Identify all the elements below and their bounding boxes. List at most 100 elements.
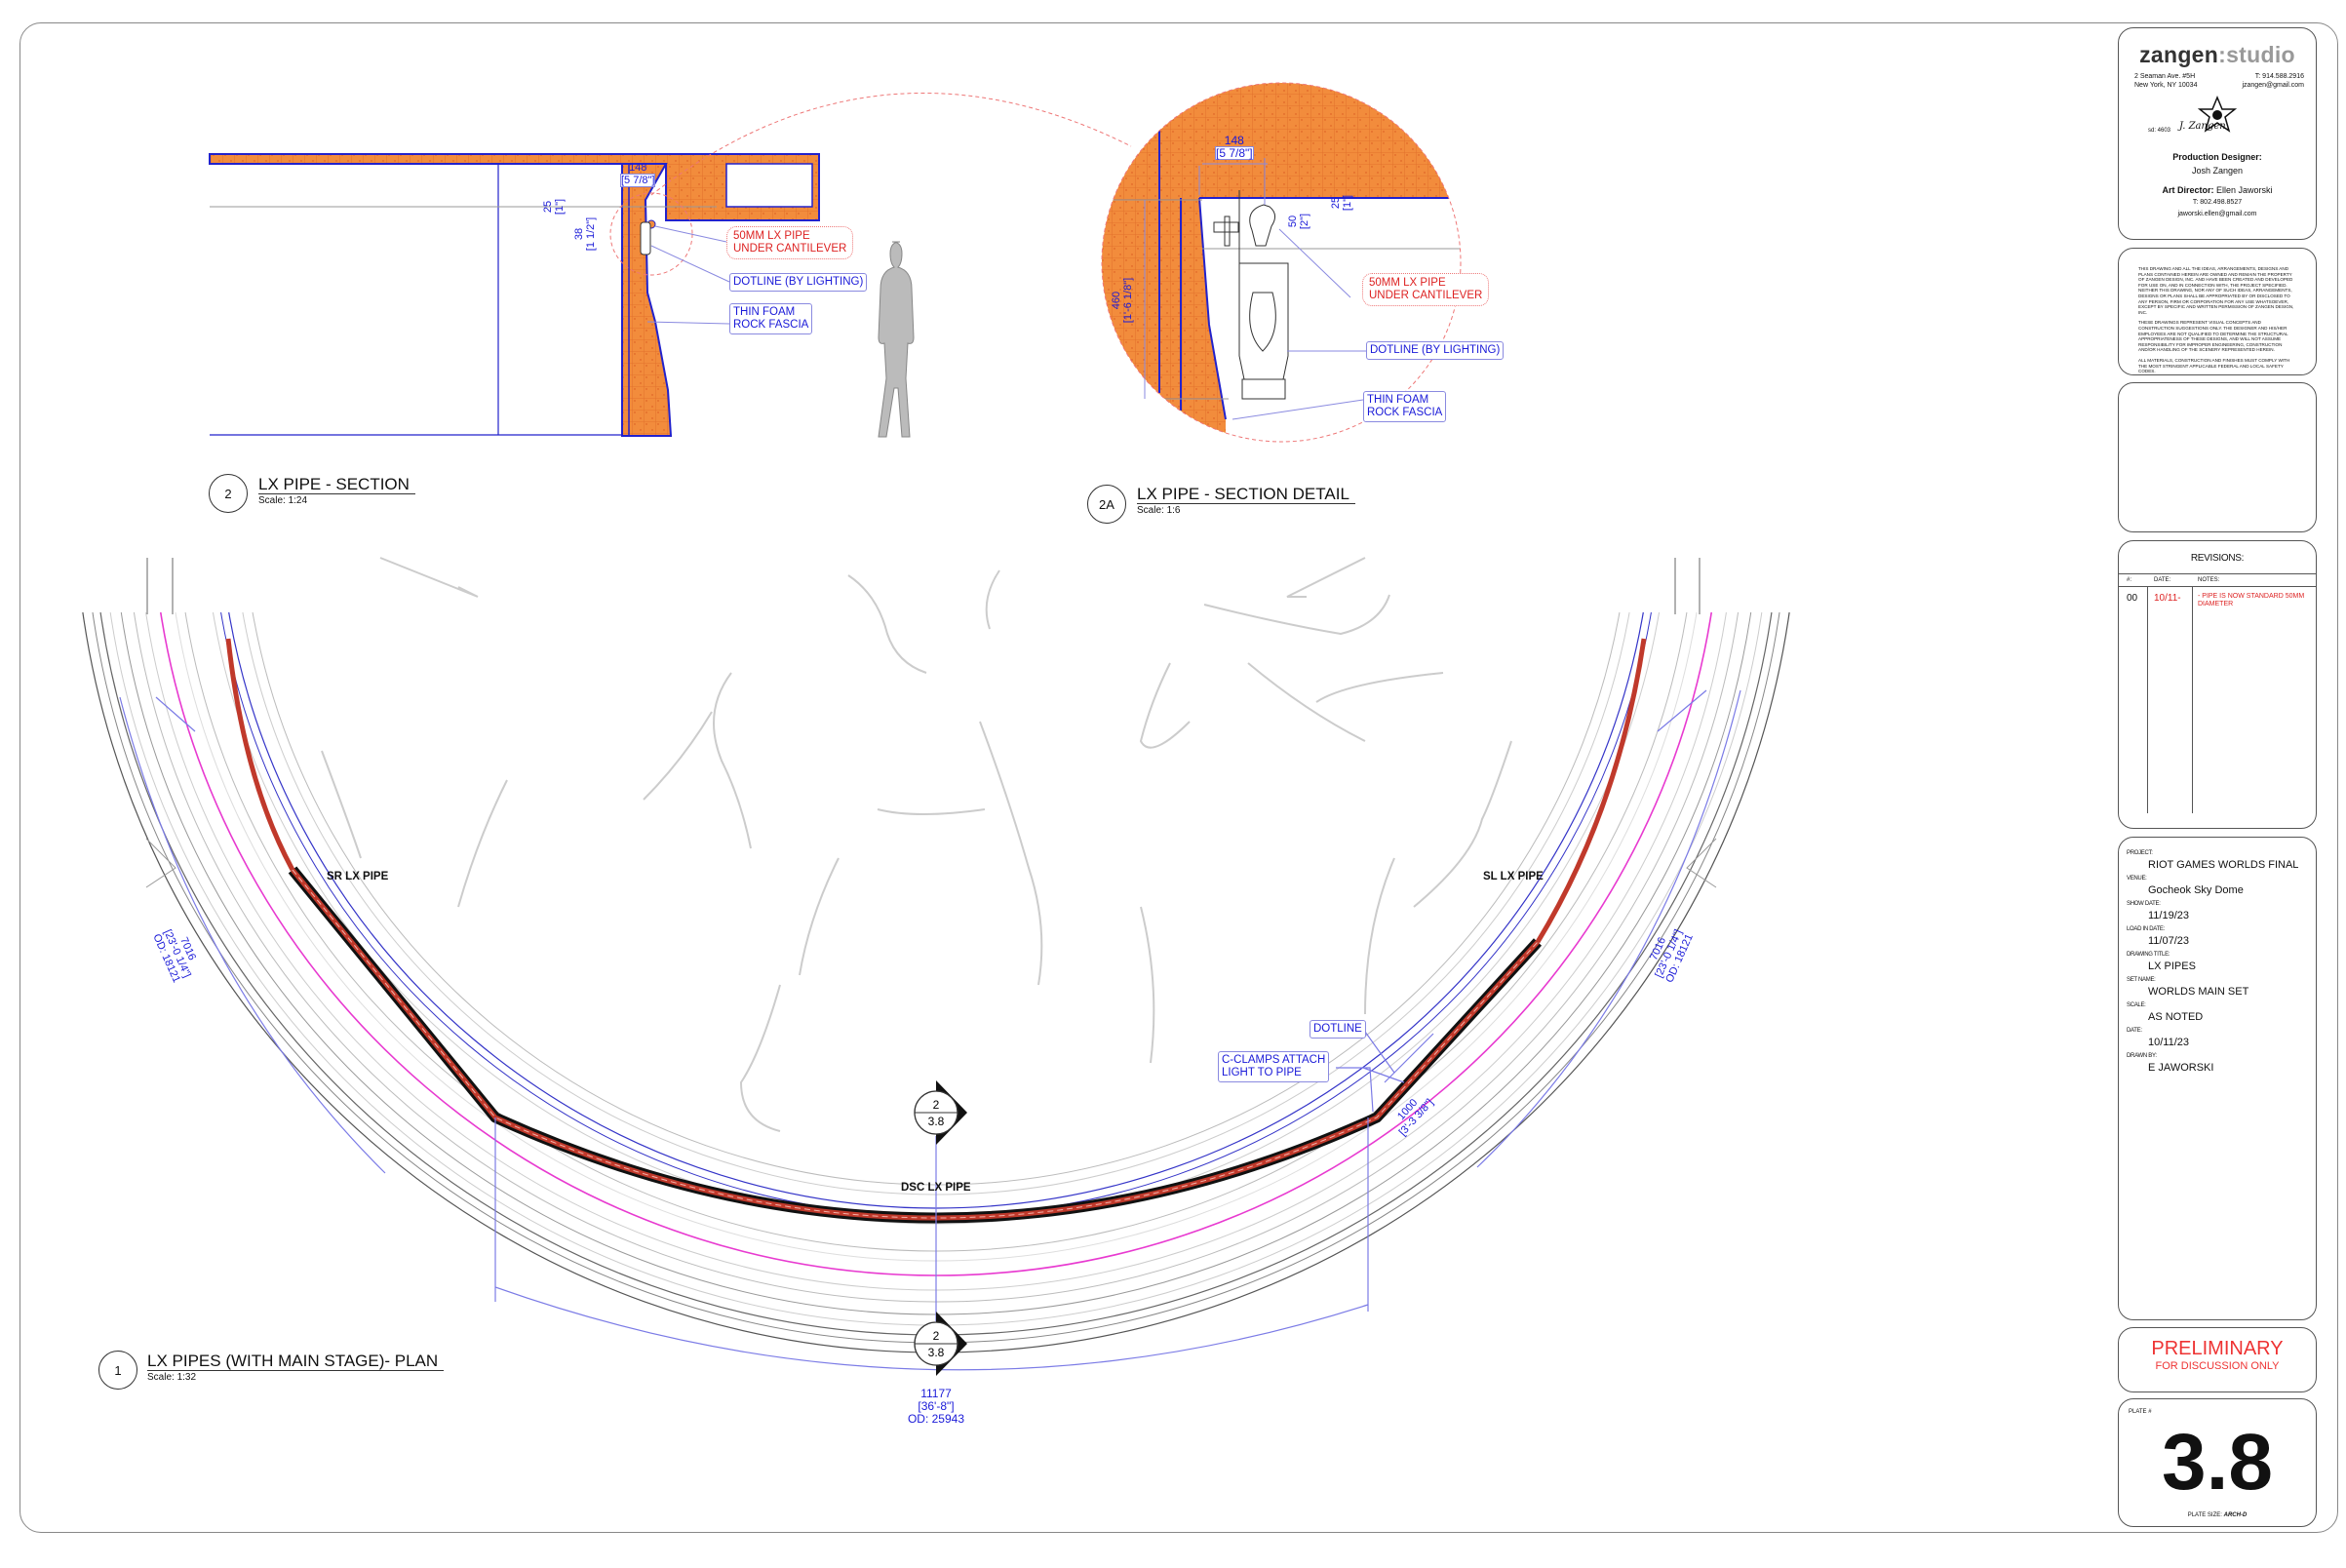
art-director-name: Ellen Jaworski: [2216, 185, 2273, 195]
info-label: DRAWING TITLE:: [2127, 952, 2170, 958]
detail-circle: [1101, 82, 1462, 443]
studio-phone: T: 914.588.2916: [2254, 73, 2304, 80]
callout-dotline: DOTLINE (BY LIGHTING): [729, 273, 868, 292]
union-seal: sd: 4603 J. Zangen: [2119, 96, 2316, 142]
info-label: VENUE:: [2127, 876, 2147, 882]
plate-size: ARCH-D: [2223, 1512, 2248, 1518]
section-top-dimension: 25 [1"]: [542, 199, 566, 215]
section-detail-drawing: [1101, 82, 1462, 443]
plan-stage-edges: [145, 558, 1717, 888]
dim-line: [36'-8"]: [918, 1399, 955, 1413]
dim-in: [1 1/2"]: [585, 216, 598, 252]
plate-number: 3.8: [2162, 1418, 2273, 1507]
callout-lx-pipe: 50MM LX PIPE UNDER CANTILEVER: [1362, 273, 1490, 306]
info-label: DATE:: [2127, 1028, 2142, 1034]
production-designer-name: Josh Zangen: [2191, 166, 2244, 176]
callout-c-clamps: C-CLAMPS ATTACH LIGHT TO PIPE: [1218, 1051, 1330, 1082]
address-line: New York, NY 10034: [2134, 82, 2198, 89]
info-label: LOAD IN DATE:: [2127, 926, 2165, 932]
dim-line: 11177: [920, 1387, 952, 1400]
disclaimer-box: THIS DRAWING AND ALL THE IDEAS, ARRANGEM…: [2118, 248, 2317, 375]
callout-line: UNDER CANTILEVER: [1369, 290, 1483, 301]
info-label: SET NAME:: [2127, 977, 2156, 983]
info-value: 11/07/23: [2148, 935, 2190, 947]
section-drawing: [209, 92, 1132, 438]
section-marker-bottom: 2 3.8: [914, 1312, 967, 1376]
view-title: LX PIPE - SECTION: [258, 476, 415, 494]
dim-mm: 460: [1111, 291, 1123, 310]
disclaimer-paragraph: THESE DRAWINGS REPRESENT VISUAL CONCEPTS…: [2138, 320, 2288, 353]
studio-logo: zangen:studio: [2119, 42, 2316, 68]
studio-email: jzangen@gmail.com: [2242, 82, 2304, 89]
callout-line: C-CLAMPS ATTACH: [1222, 1054, 1326, 1066]
callout-rock-fascia: THIN FOAM ROCK FASCIA: [1363, 391, 1447, 422]
detail-link-arc: [650, 92, 1132, 196]
dim-in: [1"]: [1342, 194, 1354, 212]
callout-line: 50MM LX PIPE: [733, 230, 810, 242]
disclaimer-paragraph: THIS DRAWING AND ALL THE IDEAS, ARRANGEM…: [2138, 266, 2294, 315]
dim-in: [5 7/8"]: [620, 174, 656, 187]
plate-label: PLATE #: [2129, 1409, 2152, 1415]
info-value: LX PIPES: [2148, 960, 2196, 972]
view-title: LX PIPE - SECTION DETAIL: [1137, 486, 1355, 504]
section-marker-sheet: 3.8: [928, 1346, 945, 1359]
revisions-header: #: DATE: NOTES:: [2119, 574, 2316, 587]
dim-mm: 38: [573, 227, 586, 241]
dim-mm: 25: [542, 200, 555, 214]
info-value: AS NOTED: [2148, 1011, 2204, 1023]
section-marker-view: 2: [933, 1329, 940, 1343]
callout-lx-pipe: 50MM LX PIPE UNDER CANTILEVER: [726, 226, 854, 259]
revision-row: 00 10/11- - PIPE IS NOW STANDARD 50MM DI…: [2119, 587, 2316, 813]
view-number-bubble: 2: [209, 474, 248, 513]
plate-box: PLATE # 3.8 PLATE SIZE: ARCH-D: [2118, 1398, 2317, 1527]
section-marker-top: 2 3.8: [914, 1080, 967, 1145]
drawing-sheet-frame: [20, 22, 2338, 1533]
revisions-box: REVISIONS: #: DATE: NOTES: 00 10/11- - P…: [2118, 540, 2317, 829]
callout-line: 50MM LX PIPE: [1369, 277, 1446, 289]
dim-line: OD: 25943: [907, 1412, 965, 1426]
rev-col-date: DATE:: [2154, 577, 2171, 583]
dsc-lx-pipe-label: DSC LX PIPE: [901, 1182, 971, 1194]
blank-stamp-box: [2118, 382, 2317, 532]
dim-mm: 25: [1330, 196, 1343, 210]
callout-line: LIGHT TO PIPE: [1222, 1067, 1302, 1078]
dim-in: [2"]: [1299, 213, 1311, 230]
info-label: PROJECT:: [2127, 850, 2153, 856]
callout-line: THIN FOAM: [733, 306, 796, 318]
dotline-fixture: [640, 221, 651, 255]
license-number: sd: 4603: [2148, 128, 2171, 134]
production-designer-label: Production Designer:: [2172, 152, 2262, 162]
info-value: 11/19/23: [2148, 910, 2190, 921]
info-label: SCALE:: [2127, 1002, 2146, 1008]
dsc-arc-dimension: 11177 [36'-8"] OD: 25943: [897, 1388, 975, 1426]
dim-in: [1"]: [554, 198, 567, 216]
rev-col-number: #:: [2127, 577, 2132, 583]
dim-mm: 148: [1224, 134, 1244, 147]
revisions-title: REVISIONS:: [2119, 541, 2316, 574]
section-drop-dimension: 38 [1 1/2"]: [573, 217, 597, 251]
studio-name-suffix: studio: [2226, 42, 2295, 67]
view-title: LX PIPES (WITH MAIN STAGE)- PLAN: [147, 1352, 445, 1371]
plan-dimension-lines: [119, 689, 1741, 1371]
callout-line: ROCK FASCIA: [733, 319, 809, 331]
info-value: RIOT GAMES WORLDS FINAL: [2148, 859, 2299, 871]
info-label: DRAWN BY:: [2127, 1053, 2157, 1059]
slab-window: [725, 163, 813, 208]
view-number-bubble: 2A: [1087, 485, 1126, 524]
info-value: 10/11/23: [2148, 1037, 2190, 1048]
human-figure: [878, 241, 915, 438]
info-value: E JAWORSKI: [2148, 1062, 2214, 1074]
callout-line: UNDER CANTILEVER: [733, 243, 847, 255]
dim-in: [1'-6 1/8"]: [1122, 277, 1135, 324]
sr-lx-pipe-label: SR LX PIPE: [327, 871, 389, 882]
status-stamp: PRELIMINARY FOR DISCUSSION ONLY: [2118, 1327, 2317, 1392]
section-width-dimension: 148 [5 7/8"]: [620, 162, 656, 187]
cantilever-slab: [209, 153, 820, 221]
plate-size-label: PLATE SIZE:: [2187, 1512, 2222, 1518]
detail-top-dimension: 25 [1"]: [1330, 195, 1353, 211]
view-number-bubble: 1: [98, 1351, 137, 1390]
designer-signature: J. Zangen: [2179, 121, 2226, 132]
callout-line: ROCK FASCIA: [1367, 407, 1443, 418]
